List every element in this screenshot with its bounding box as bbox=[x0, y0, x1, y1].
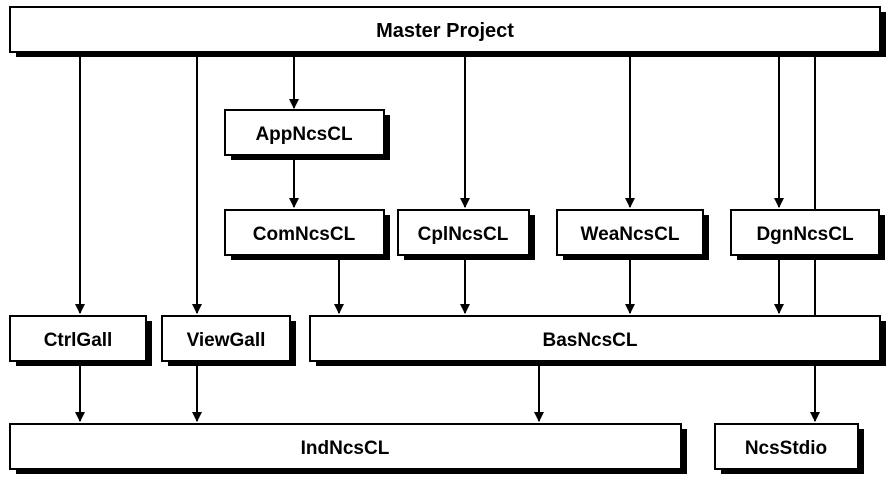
node-weancscl: WeaNcsCL bbox=[556, 209, 709, 260]
node-label: CtrlGall bbox=[44, 330, 113, 351]
node-master-project: Master Project bbox=[9, 6, 886, 57]
node-label: AppNcsCL bbox=[255, 124, 353, 145]
node-appncscl: AppNcsCL bbox=[224, 109, 390, 160]
node-label: DgnNcsCL bbox=[756, 224, 854, 245]
node-basncscl: BasNcsCL bbox=[309, 315, 886, 366]
node-label: ComNcsCL bbox=[253, 224, 356, 245]
node-label: WeaNcsCL bbox=[581, 224, 680, 245]
node-label: Master Project bbox=[376, 20, 514, 42]
node-ctrlgall: CtrlGall bbox=[9, 315, 152, 366]
node-comncscl: ComNcsCL bbox=[224, 209, 390, 260]
node-dgnncscl: DgnNcsCL bbox=[730, 209, 885, 260]
node-cplncscl: CplNcsCL bbox=[397, 209, 535, 260]
edges bbox=[75, 56, 820, 422]
node-label: NcsStdio bbox=[745, 438, 827, 459]
node-label: CplNcsCL bbox=[418, 224, 509, 245]
node-label: ViewGall bbox=[187, 330, 266, 351]
node-label: BasNcsCL bbox=[542, 330, 637, 351]
node-label: IndNcsCL bbox=[301, 438, 390, 459]
node-ncsstdio: NcsStdio bbox=[714, 423, 864, 474]
node-viewgall: ViewGall bbox=[161, 315, 296, 366]
node-indncscl: IndNcsCL bbox=[9, 423, 687, 474]
